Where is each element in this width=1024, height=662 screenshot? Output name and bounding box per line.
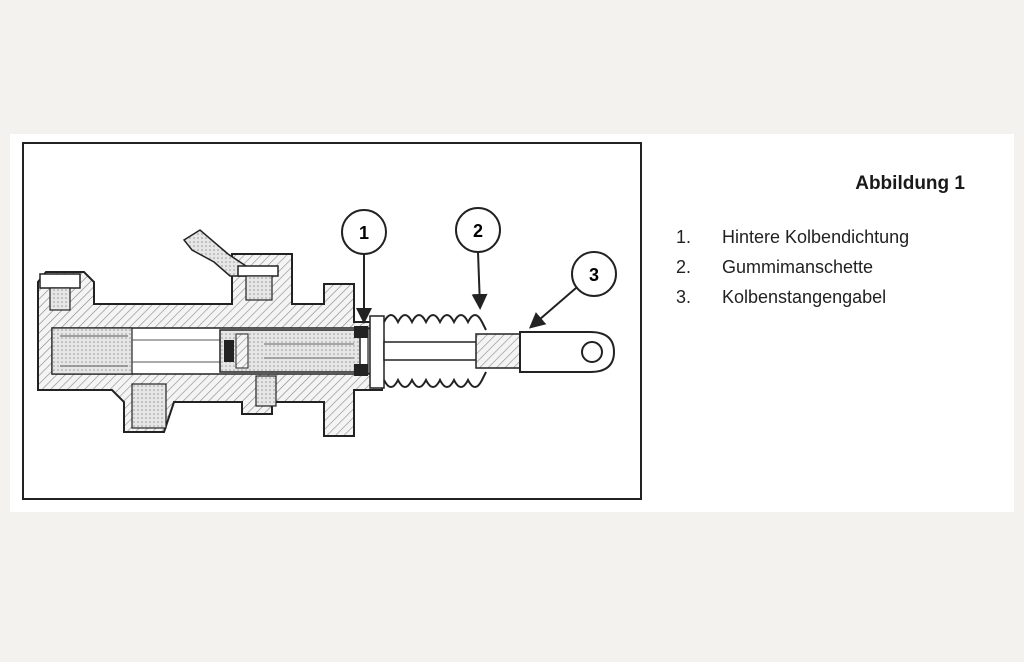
figure-title: Abbildung 1	[855, 173, 965, 194]
svg-text:3: 3	[589, 265, 599, 285]
rubber-boot	[383, 314, 487, 388]
piston	[219, 329, 361, 373]
piston-rod	[383, 333, 535, 369]
legend-number: 1.	[676, 227, 692, 247]
piston-rod-clevis	[519, 331, 616, 373]
cylinder-housing	[37, 253, 383, 437]
reservoir-port-left	[39, 273, 81, 311]
svg-text:2: 2	[473, 221, 483, 241]
legend-list: 1. Hintere Kolbendichtung 2. Gummimanschet…	[676, 226, 909, 316]
legend-label: Hintere Kolbendichtung	[722, 227, 910, 247]
legend-number: 2.	[676, 257, 692, 277]
legend-number: 3.	[676, 287, 692, 307]
legend-label: Gummimanschette	[722, 257, 874, 277]
end-flange	[369, 315, 385, 389]
master-cylinder-diagram: 1 2 3	[37, 207, 617, 437]
legend-item: 3. Kolbenstangengabel	[676, 286, 909, 316]
legend-item: 2. Gummimanschette	[676, 256, 909, 286]
hose-fitting	[182, 229, 279, 301]
legend-label: Kolbenstangengabel	[722, 287, 887, 307]
legend-item: 1. Hintere Kolbendichtung	[676, 226, 909, 256]
callout-1: 1	[341, 209, 387, 324]
svg-text:1: 1	[359, 223, 369, 243]
bottom-port	[131, 375, 277, 429]
diagram-frame: 1 2 3	[22, 142, 642, 500]
callout-3: 3	[528, 251, 617, 329]
callout-2: 2	[455, 207, 501, 310]
